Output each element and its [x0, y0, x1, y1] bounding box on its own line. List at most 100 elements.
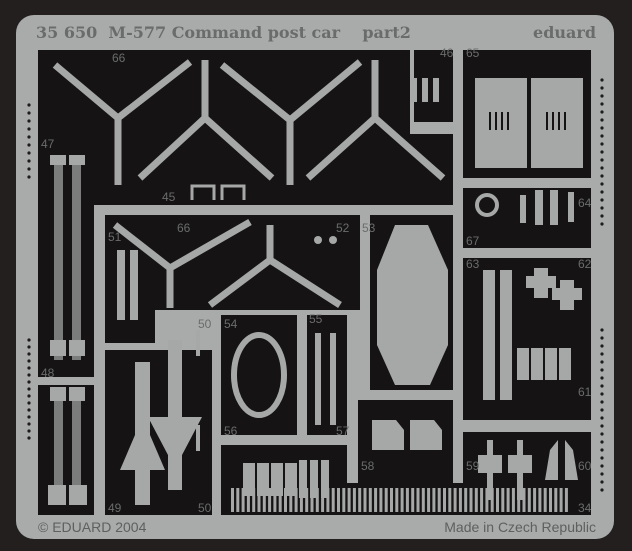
edge-hole — [27, 175, 31, 179]
part-66-frames — [52, 59, 446, 308]
edge-hole — [27, 151, 31, 155]
edge-hole — [600, 126, 604, 130]
strip-link — [246, 488, 250, 512]
edge-hole — [600, 408, 604, 412]
edge-hole — [600, 78, 604, 82]
strip-link — [522, 488, 526, 512]
edge-hole — [600, 400, 604, 404]
edge-hole — [600, 328, 604, 332]
edge-hole — [600, 142, 604, 146]
label-49: 49 — [108, 501, 122, 515]
strip-link — [294, 488, 298, 512]
strip-link — [262, 488, 266, 512]
edge-hole — [600, 448, 604, 452]
edge-hole — [600, 344, 604, 348]
strip-link — [549, 488, 552, 512]
strip-link — [511, 488, 515, 512]
edge-hole — [27, 167, 31, 171]
edge-hole — [600, 102, 604, 106]
part-53 — [377, 225, 448, 385]
parts-47-48 — [48, 155, 87, 505]
strip-link — [538, 488, 542, 512]
strip-link — [284, 488, 287, 512]
edge-hole — [600, 352, 604, 356]
strip-link — [453, 488, 457, 512]
part-45 — [190, 184, 246, 200]
edge-holes — [27, 78, 604, 492]
edge-hole — [27, 338, 31, 342]
edge-hole — [27, 373, 31, 377]
strip-link — [368, 488, 372, 512]
label-66b: 66 — [177, 221, 191, 235]
strip-link — [443, 488, 446, 512]
edge-hole — [600, 384, 604, 388]
strip-link — [352, 488, 356, 512]
edge-hole — [600, 214, 604, 218]
edge-hole — [600, 336, 604, 340]
origin: Made in Czech Republic — [444, 519, 596, 535]
strip-link — [469, 488, 473, 512]
label-54: 54 — [224, 317, 238, 331]
edge-hole — [27, 345, 31, 349]
label-52: 52 — [336, 221, 350, 235]
strip-link — [337, 488, 340, 512]
part-labels: 66 46 65 47 45 66 52 53 64 51 67 63 62 5… — [41, 46, 592, 515]
strip-link — [273, 488, 277, 512]
strip-link — [315, 488, 319, 512]
strip-link — [506, 488, 510, 512]
strip-link — [421, 488, 425, 512]
strip-link — [405, 488, 409, 512]
strip-link — [395, 488, 399, 512]
strip-link — [321, 488, 325, 512]
label-34: 34 — [578, 501, 592, 515]
label-66: 66 — [112, 51, 126, 65]
label-46: 46 — [440, 46, 454, 60]
strip-link — [257, 488, 261, 512]
edge-hole — [27, 422, 31, 426]
strip-link — [464, 488, 468, 512]
edge-hole — [27, 401, 31, 405]
part-55 — [315, 333, 336, 425]
edge-hole — [600, 198, 604, 202]
edge-hole — [600, 150, 604, 154]
edge-hole — [27, 415, 31, 419]
edge-hole — [600, 166, 604, 170]
strip-link — [342, 488, 346, 512]
edge-hole — [600, 472, 604, 476]
strip-link — [527, 488, 531, 512]
edge-hole — [27, 429, 31, 433]
strip-link — [358, 488, 362, 512]
edge-hole — [600, 158, 604, 162]
edge-hole — [27, 380, 31, 384]
strip-link — [458, 488, 462, 512]
edge-hole — [600, 174, 604, 178]
parts-64-67 — [475, 190, 574, 225]
strip-link — [384, 488, 388, 512]
edge-hole — [600, 118, 604, 122]
edge-hole — [27, 394, 31, 398]
label-64: 64 — [578, 196, 592, 210]
part-34 — [231, 488, 568, 512]
strip-link — [411, 488, 415, 512]
strip-link — [501, 488, 505, 512]
strip-link — [310, 488, 314, 512]
label-59: 59 — [466, 459, 480, 473]
label-45: 45 — [162, 190, 176, 204]
fret-title: 35 650 M-577 Command post car part2 — [36, 23, 411, 42]
strip-link — [231, 488, 234, 512]
strip-link — [554, 488, 558, 512]
strip-link — [326, 488, 330, 512]
strip-link — [480, 488, 484, 512]
label-55: 55 — [309, 312, 323, 326]
edge-hole — [600, 488, 604, 492]
strip-link — [236, 488, 240, 512]
parts-56-57 — [243, 460, 329, 498]
part-65 — [475, 78, 583, 168]
strip-link — [241, 488, 245, 512]
edge-hole — [600, 432, 604, 436]
strip-link — [390, 488, 393, 512]
strip-link — [432, 488, 436, 512]
label-61: 61 — [578, 385, 592, 399]
strip-link — [474, 488, 478, 512]
